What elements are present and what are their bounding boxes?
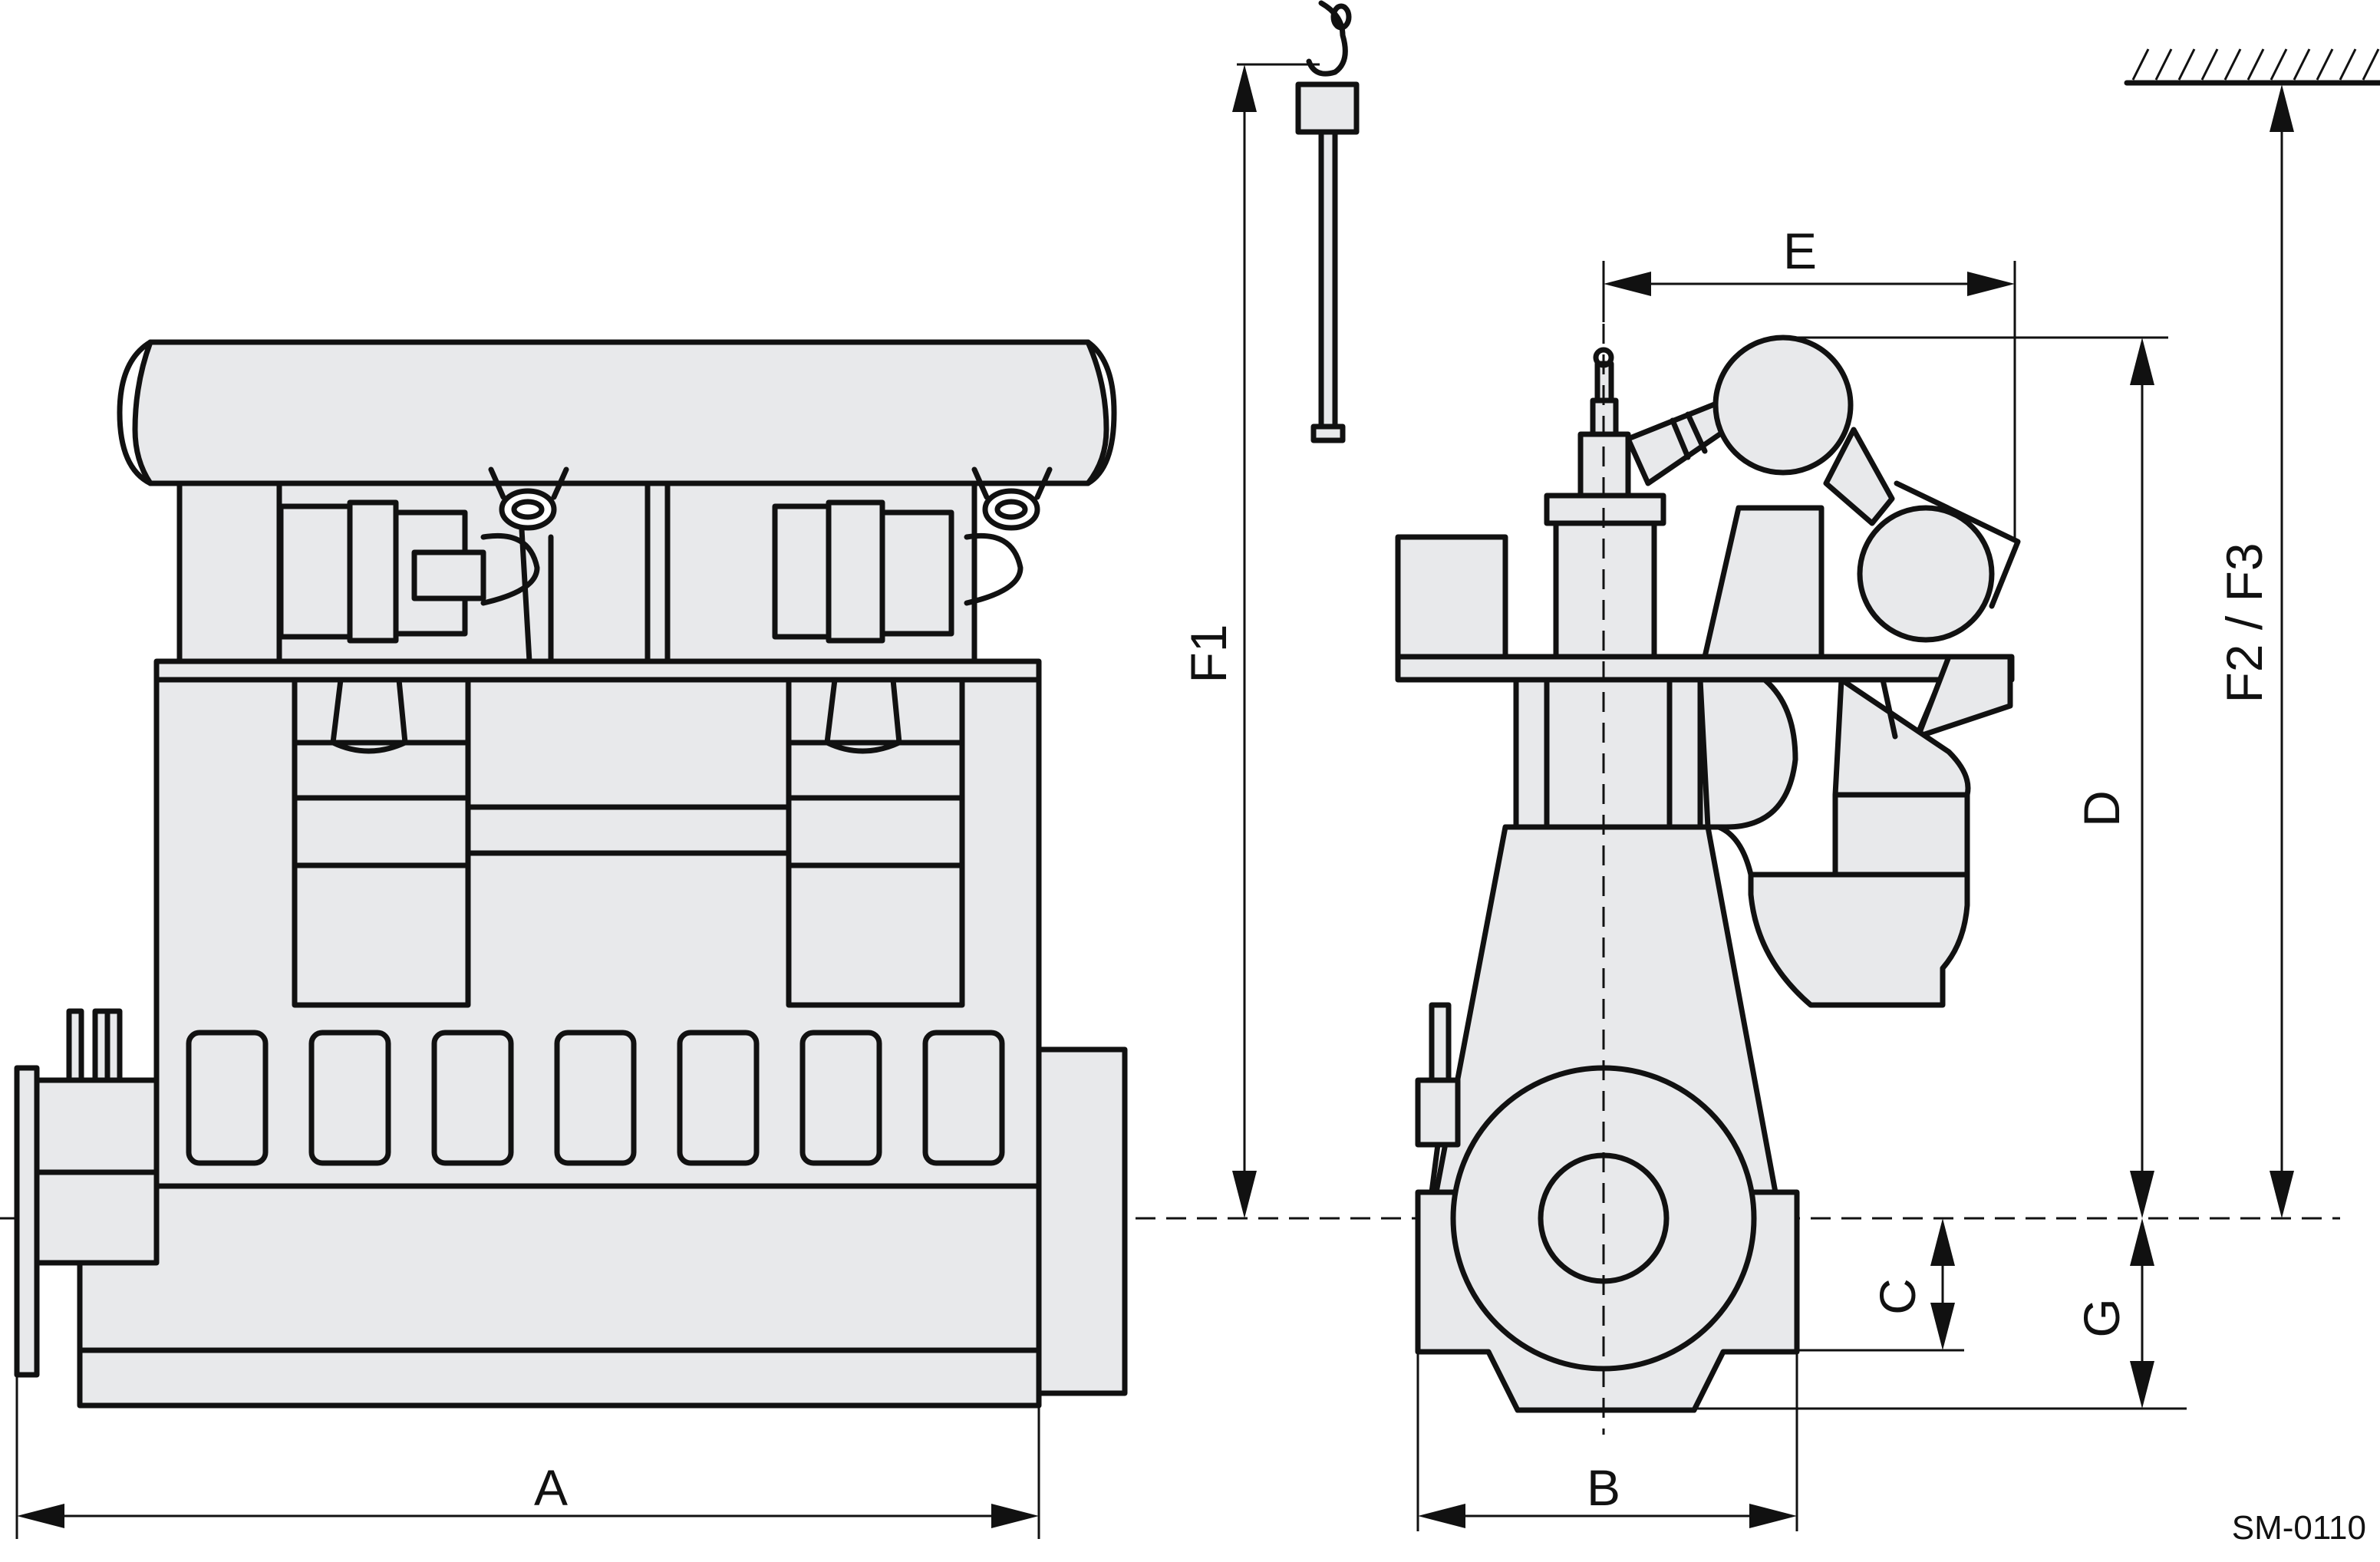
dimension-g — [1694, 1218, 2187, 1410]
label-c: C — [1869, 1278, 1926, 1315]
ceiling-hatch — [2124, 48, 2380, 86]
label-b: B — [1587, 1459, 1620, 1516]
turbocharger-lower — [1857, 505, 1995, 643]
label-e: E — [1783, 222, 1817, 279]
crane-hook-icon — [1237, 0, 1360, 443]
dimension-f2-f3 — [2270, 84, 2294, 1218]
dimension-d — [1783, 336, 2168, 1218]
dimension-a — [15, 1375, 1040, 1539]
dimension-e — [1602, 261, 2016, 542]
platform-plate — [153, 658, 1042, 683]
dimension-c — [1797, 1218, 1964, 1352]
dimension-f1 — [1232, 64, 1257, 1218]
label-g: G — [2073, 1298, 2130, 1337]
dimension-b — [1416, 1352, 1798, 1531]
end-platform — [1395, 654, 2015, 683]
engine-end-view — [1395, 334, 2021, 1413]
bedplate — [77, 1183, 1042, 1409]
turbocharger-top — [1712, 334, 1854, 476]
flywheel-housing — [1036, 1046, 1128, 1396]
drawing-code: SM-0110 — [2232, 1509, 2366, 1547]
engine-side-view — [14, 339, 1128, 1409]
label-f2-f3: F2 / F3 — [2216, 542, 2273, 703]
exhaust-receiver — [132, 339, 1109, 486]
label-d: D — [2073, 790, 2130, 827]
label-f1: F1 — [1180, 624, 1237, 683]
label-a: A — [534, 1459, 568, 1516]
